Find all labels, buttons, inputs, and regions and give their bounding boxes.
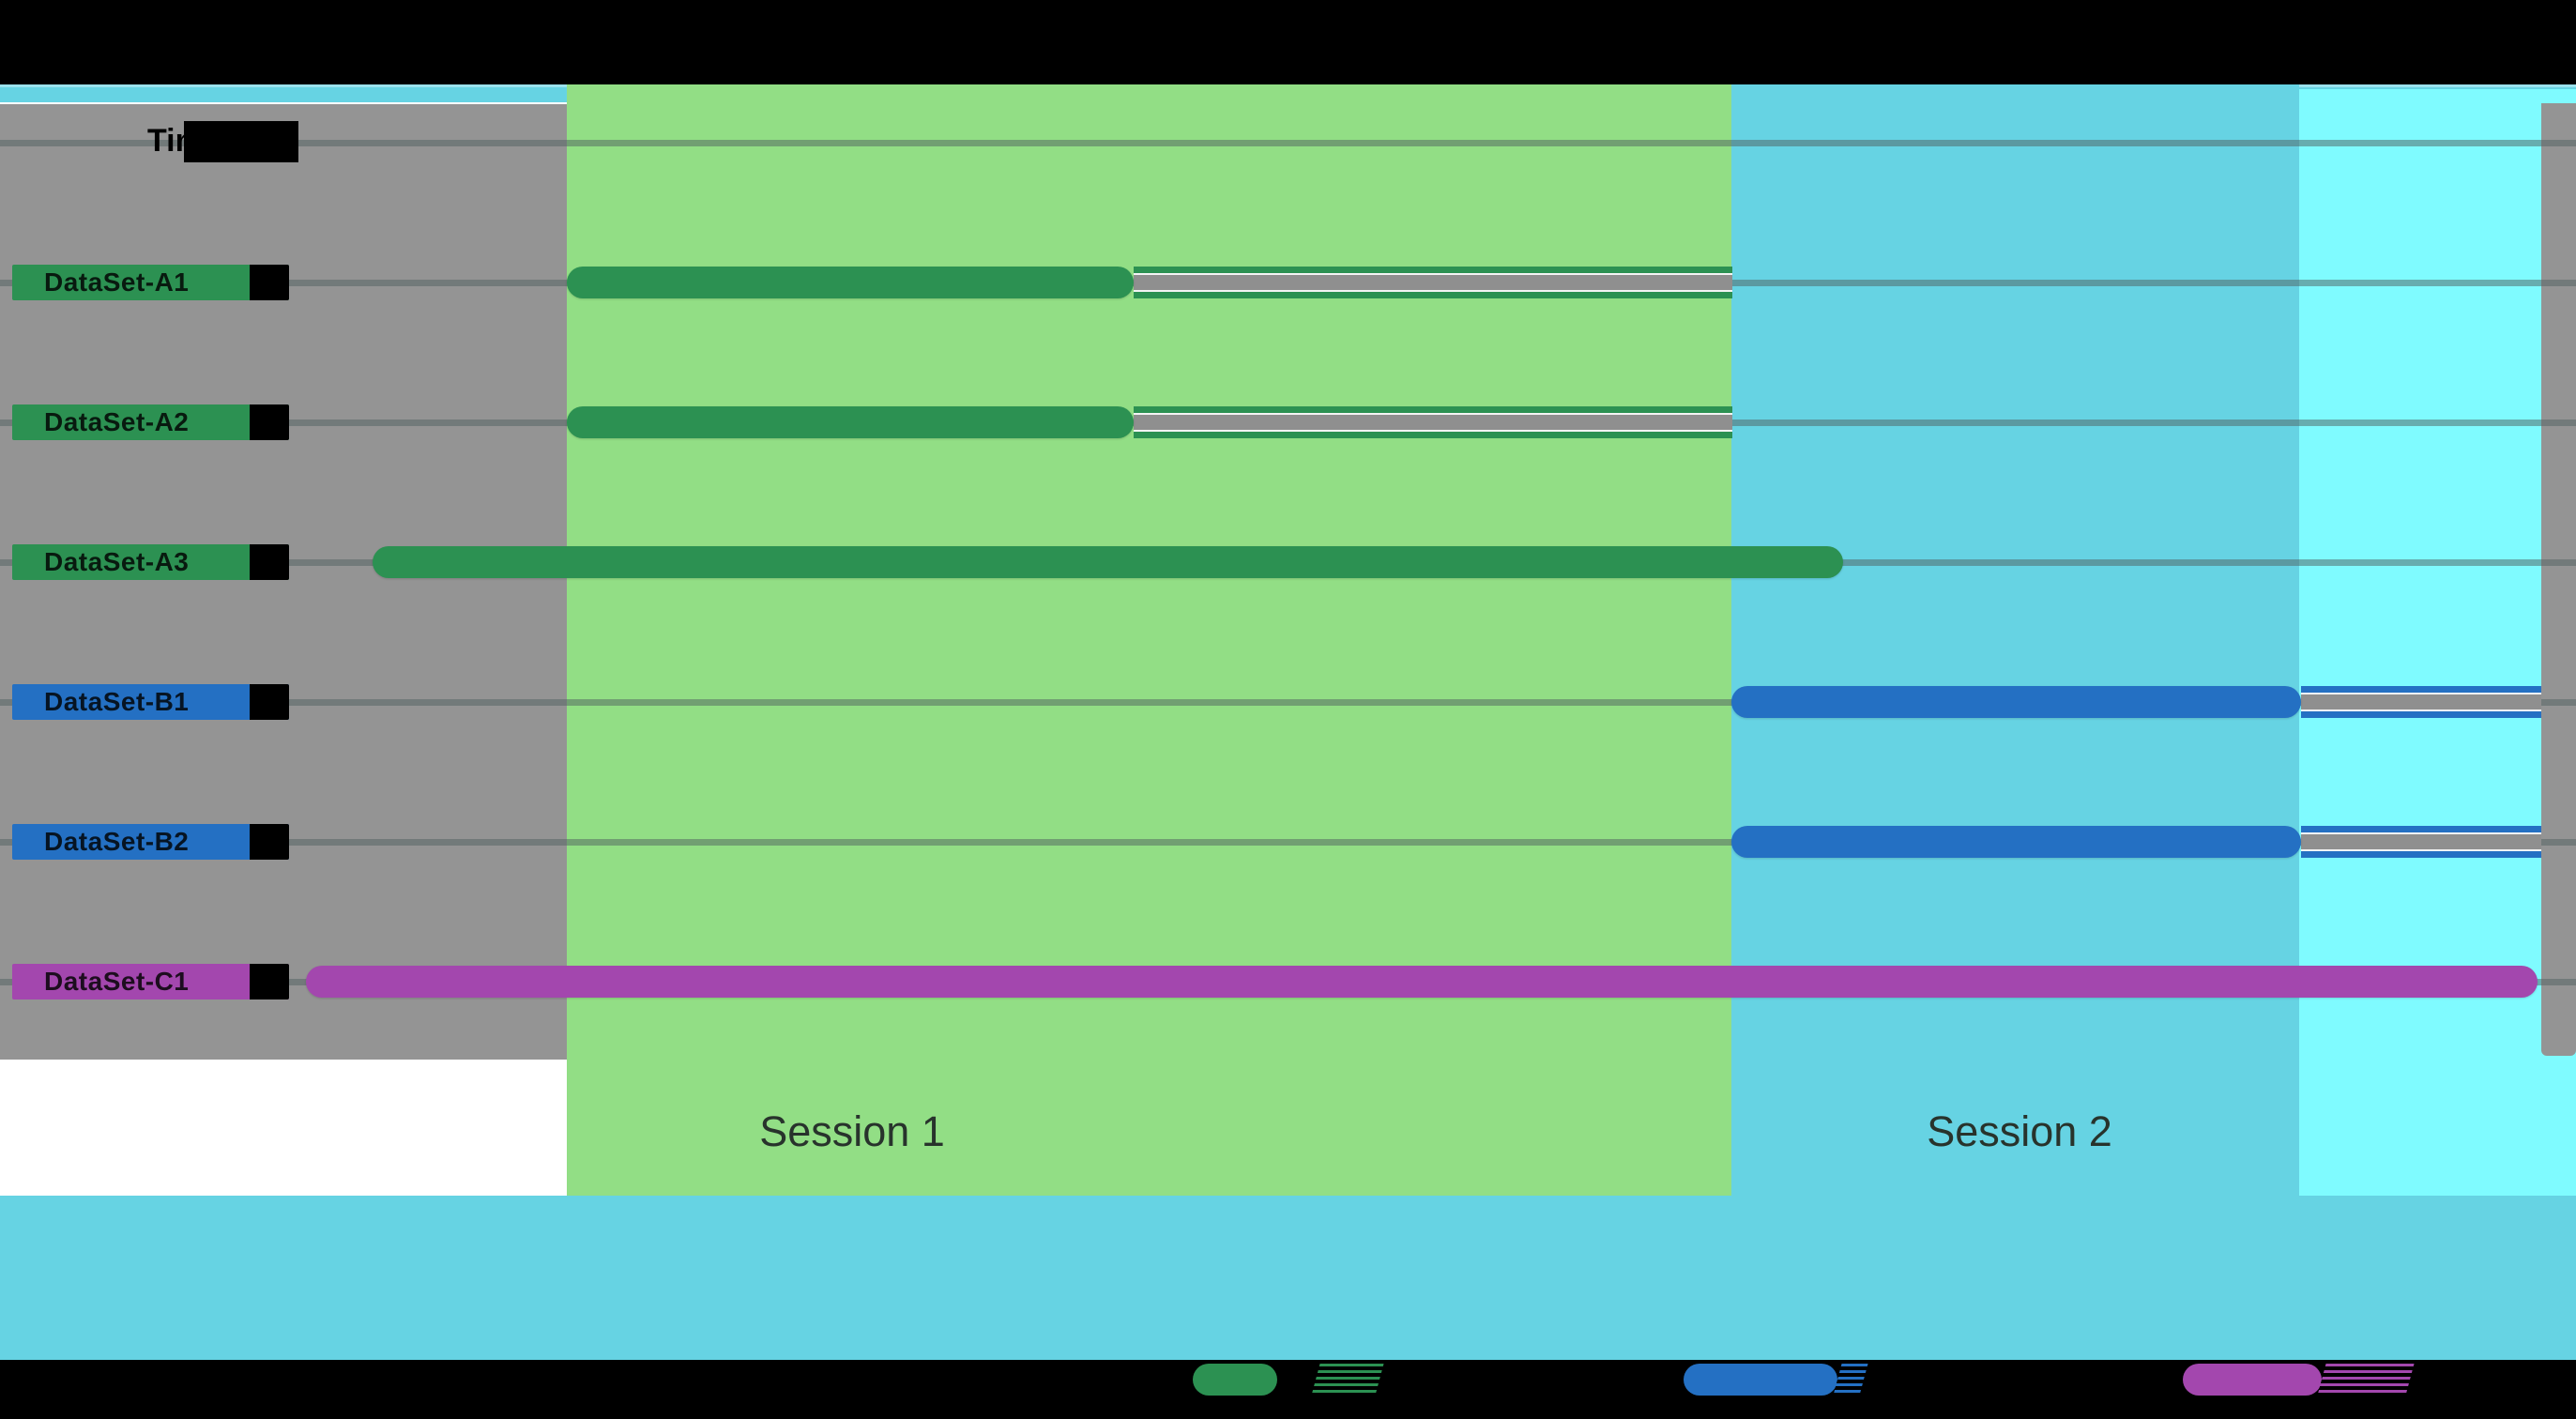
session-2-band: [1731, 84, 2299, 1196]
bottom-cyan-band: [0, 1196, 2576, 1360]
gantt-bar-DataSet-B2[interactable]: [1731, 826, 2301, 858]
row-label-DataSet-B2: DataSet-B2: [12, 824, 289, 860]
right-cyan-band: [2299, 89, 2576, 1196]
gridline-row-4: [0, 699, 2576, 706]
gantt-bar-DataSet-C1[interactable]: [306, 966, 2538, 998]
legend-swatch-0[interactable]: [1193, 1364, 1277, 1396]
gridline-row-5: [0, 839, 2576, 846]
gantt-bar-DataSet-A2[interactable]: [567, 406, 1134, 438]
bar-remainder-DataSet-A1: [1134, 267, 1732, 298]
right-gray-column: [2541, 103, 2576, 1056]
row-label-DataSet-C1: DataSet-C1: [12, 964, 289, 999]
legend-swatch-1[interactable]: [1684, 1364, 1837, 1396]
row-label-DataSet-A1: DataSet-A1: [12, 265, 289, 300]
x-tick-session-2: Session 2: [1927, 1107, 2112, 1155]
row-label-DataSet-B1: DataSet-B1: [12, 684, 289, 720]
redaction-box: [250, 964, 289, 999]
gridline-row-0: [0, 140, 2576, 146]
redaction-box: [250, 265, 289, 300]
redaction-box: [250, 404, 289, 440]
gantt-bar-DataSet-A1[interactable]: [567, 267, 1134, 298]
footer-black-band: [0, 1360, 2576, 1419]
legend-redacted-label-0: [1311, 1364, 1384, 1396]
bar-remainder-DataSet-B1: [2301, 686, 2541, 718]
legend-redacted-label-2: [2317, 1364, 2415, 1396]
left-gray-panel: [0, 104, 567, 1060]
bar-remainder-DataSet-B2: [2301, 826, 2541, 858]
row-label-DataSet-A2: DataSet-A2: [12, 404, 289, 440]
bar-remainder-DataSet-A2: [1134, 406, 1732, 438]
redaction-box: [250, 824, 289, 860]
redaction-box-time: [184, 121, 298, 162]
redaction-box: [250, 684, 289, 720]
gantt-bar-DataSet-B1[interactable]: [1731, 686, 2301, 718]
gantt-bar-DataSet-A3[interactable]: [373, 546, 1843, 578]
legend-swatch-2[interactable]: [2183, 1364, 2322, 1396]
row-label-DataSet-A3: DataSet-A3: [12, 544, 289, 580]
top-black-band: [0, 0, 2576, 84]
x-tick-session-1: Session 1: [759, 1107, 945, 1155]
redaction-box: [250, 544, 289, 580]
